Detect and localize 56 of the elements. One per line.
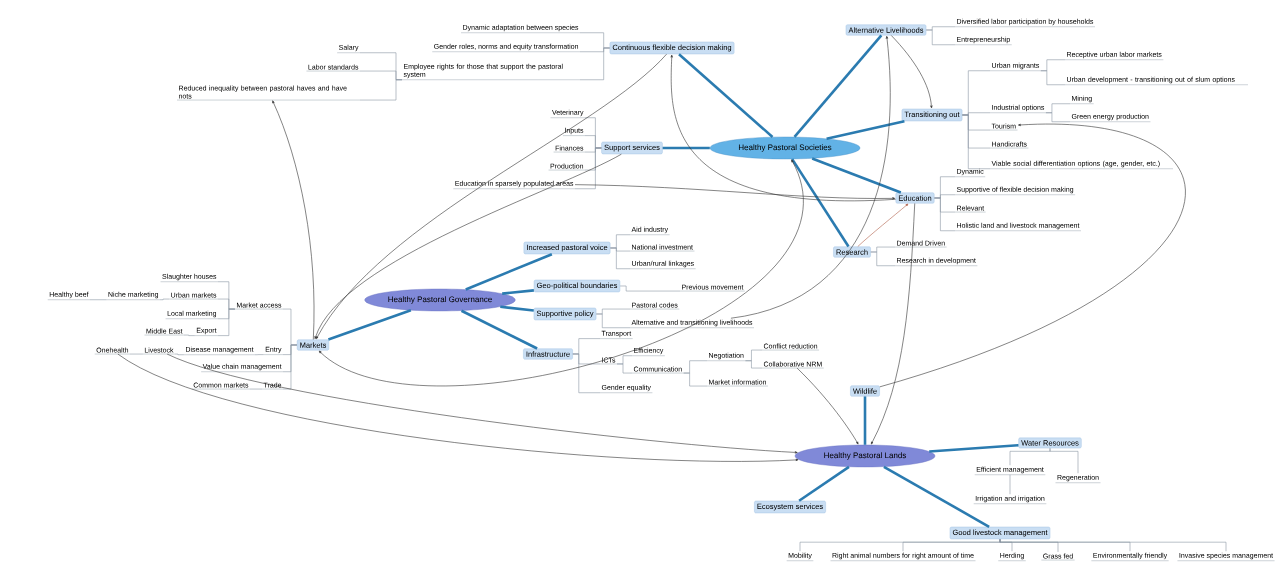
arrow: [730, 36, 891, 319]
tree-line: [1049, 448, 1079, 474]
branch-connector: [460, 309, 538, 350]
arrow: [871, 203, 916, 445]
branch-connector: [678, 53, 774, 138]
tree-line: [217, 308, 236, 336]
arrow: [857, 203, 909, 247]
branch-connector: [791, 158, 850, 248]
tree-line: [595, 313, 631, 329]
tree-line: [619, 285, 681, 292]
branch-connector: [863, 396, 867, 445]
arrow: [314, 153, 622, 340]
tree-line: [934, 197, 956, 232]
tree-line: [249, 388, 263, 390]
arrow: [318, 159, 804, 387]
tree-line: [1009, 474, 1011, 495]
tree-line: [870, 251, 896, 267]
tree-line: [1045, 112, 1071, 123]
tree-line: [999, 538, 1227, 552]
tree-line: [579, 47, 610, 81]
tree-line: [610, 247, 631, 270]
arrow: [879, 123, 1186, 388]
arrow: [316, 53, 667, 340]
tree-line: [616, 363, 633, 374]
branch-connector: [883, 465, 990, 528]
tree-line: [89, 299, 107, 301]
branch-connector: [811, 157, 902, 194]
branch-connector: [662, 146, 710, 150]
branch-connector: [465, 252, 553, 291]
arrow: [670, 54, 896, 202]
tree-line: [282, 344, 298, 390]
branch-connector: [500, 305, 534, 312]
branch-connector: [798, 465, 850, 502]
tree-line: [254, 354, 264, 356]
arrow: [891, 35, 933, 109]
branch-connector: [793, 34, 883, 138]
branch-connector: [929, 443, 1019, 453]
branch-connector: [502, 289, 534, 295]
tree-line: [683, 372, 708, 387]
tree-line: [359, 79, 403, 101]
branch-connector: [826, 119, 905, 140]
arrow: [796, 367, 859, 445]
tree-line: [183, 334, 196, 336]
tree-line: [129, 353, 144, 355]
tree-line: [1040, 70, 1066, 86]
tree-line: [572, 353, 601, 394]
tree-line: [962, 114, 991, 170]
arrow: [574, 184, 896, 200]
tree-line: [1009, 448, 1051, 466]
arrow: [272, 100, 315, 340]
tree-line: [745, 360, 763, 369]
tree-line: [925, 29, 956, 46]
tree-line: [159, 298, 170, 301]
tree-line: [174, 353, 185, 356]
tree-line: [574, 147, 602, 190]
branch-connector: [327, 309, 412, 341]
